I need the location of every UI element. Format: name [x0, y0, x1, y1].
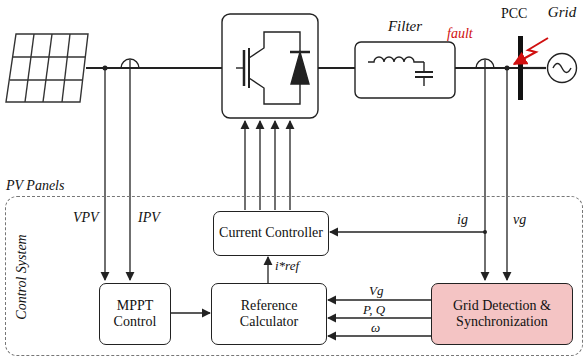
- fault-bolt: [514, 38, 548, 64]
- node-text: Grid Detection & Synchronization: [437, 298, 567, 330]
- node-text: Control System: [14, 234, 30, 319]
- bus-name: PCC: [500, 6, 528, 21]
- signal-name: vg: [512, 212, 527, 227]
- signal-arrow: [267, 257, 268, 283]
- filter-symbol: [355, 42, 455, 98]
- node-text: PV Panels: [6, 178, 64, 194]
- detection-box: Grid Detection & Synchronization: [431, 283, 573, 345]
- pcc-bus: [518, 36, 523, 100]
- fault-label: fault: [446, 26, 474, 41]
- pv-panel-icon: [6, 34, 88, 102]
- junction-dot: [103, 66, 510, 235]
- node-text: MPPT Control: [105, 298, 165, 330]
- process-box: Reference Calculator: [211, 283, 327, 345]
- signal-name: IPV: [137, 210, 161, 225]
- edge-label: ω: [370, 321, 381, 335]
- signal-arrow: [328, 335, 431, 336]
- measurement-wire: [105, 60, 507, 280]
- process-box: MPPT Control: [99, 283, 171, 345]
- signal-arrow: [328, 317, 431, 318]
- ac-source-symbol: [546, 52, 578, 84]
- grid-source: Grid: [546, 52, 578, 84]
- process-box: Current Controller: [213, 211, 329, 256]
- signal-name: VPV: [72, 210, 100, 225]
- node-text: Grid: [548, 4, 576, 21]
- inverter-symbol: [222, 14, 318, 118]
- signal-arrow: [171, 312, 210, 313]
- node-text: Filter: [388, 18, 422, 35]
- edge-label: i*ref: [274, 259, 300, 273]
- filter-box: Filter: [355, 42, 455, 98]
- node-text: Reference Calculator: [217, 298, 321, 330]
- edge-label: Vg: [368, 284, 384, 298]
- signal-arrow: [328, 299, 431, 300]
- node-text: Current Controller: [219, 225, 323, 241]
- signal-name: ig: [456, 212, 469, 227]
- edge-label: P, Q: [362, 303, 386, 317]
- panel-label: PV Panels: [2, 176, 94, 198]
